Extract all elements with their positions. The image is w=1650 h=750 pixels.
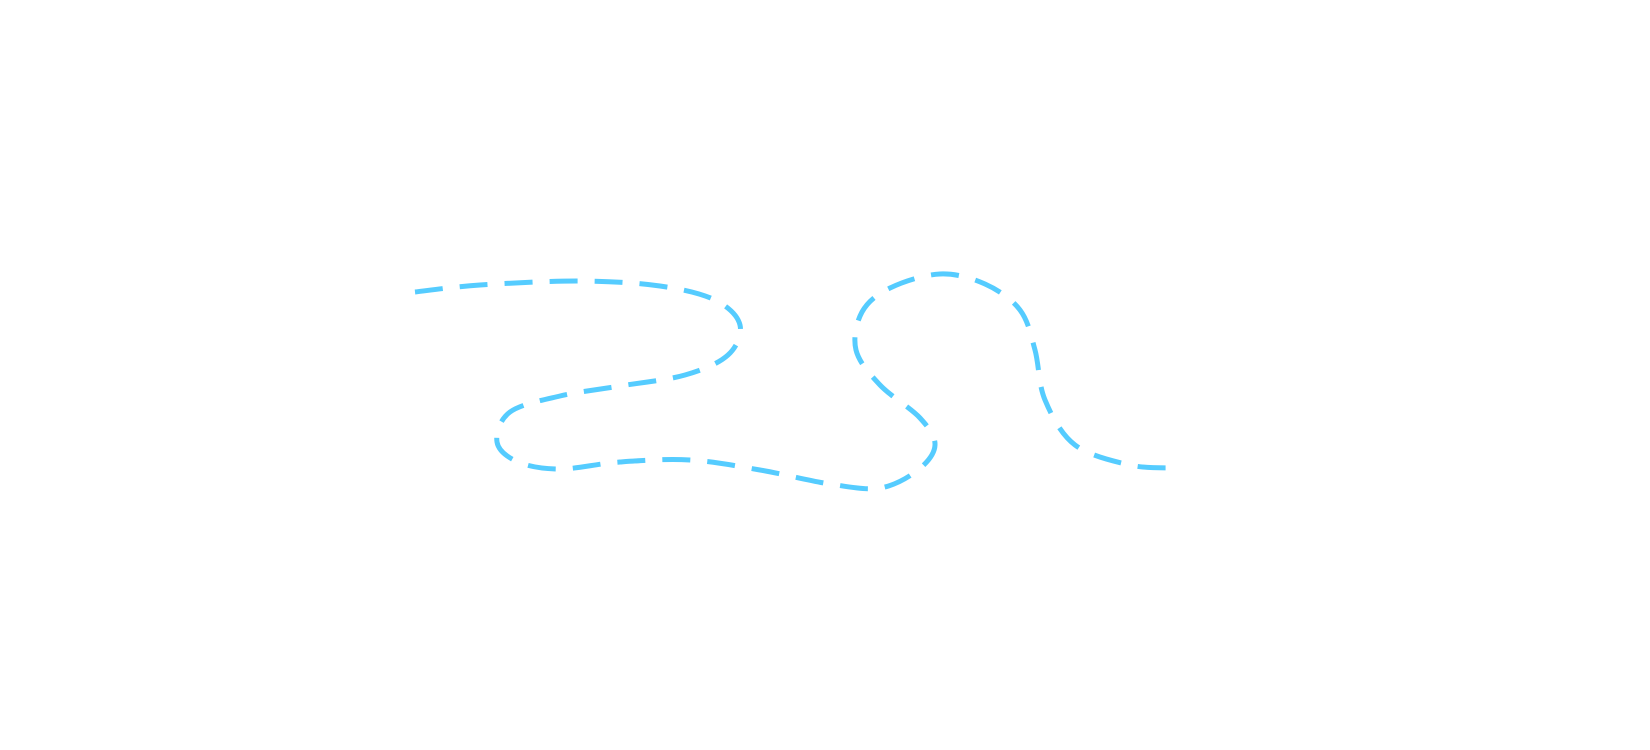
dashed-curve-path xyxy=(414,271,1174,492)
